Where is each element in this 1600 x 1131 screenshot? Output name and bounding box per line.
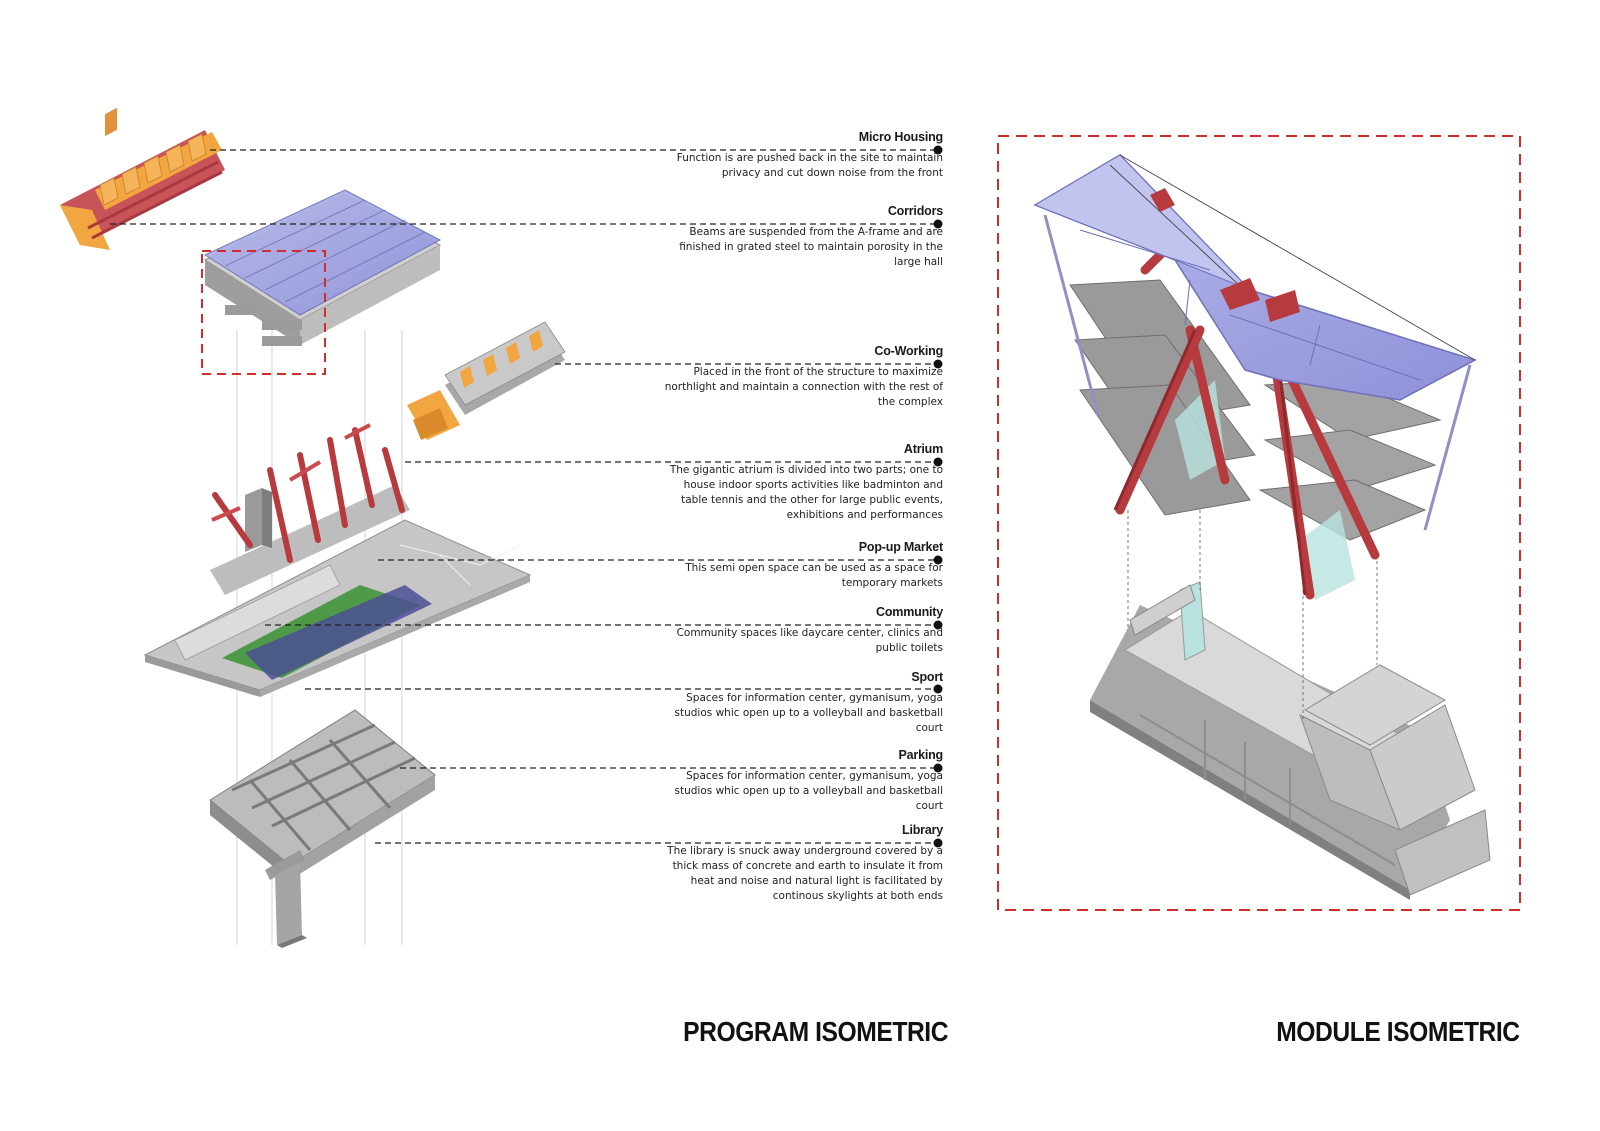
module-upper bbox=[1033, 154, 1477, 600]
label-title: Library bbox=[902, 823, 943, 837]
label-description: Community spaces like daycare center, cl… bbox=[676, 627, 943, 654]
label-title: Corridors bbox=[887, 204, 943, 218]
corridors-volume bbox=[203, 189, 442, 346]
label-title: Sport bbox=[911, 670, 943, 684]
co-working-volume bbox=[407, 321, 566, 440]
program-isometric-title: PROGRAM ISOMETRIC bbox=[683, 1016, 948, 1047]
label-sport: Sport Spaces for information center, gym… bbox=[663, 670, 944, 736]
module-highlight-box bbox=[201, 250, 326, 375]
module-base bbox=[1090, 581, 1491, 900]
label-corridors: Corridors Beams are suspended from the A… bbox=[663, 204, 943, 270]
label-atrium: Atrium The gigantic atrium is divided in… bbox=[663, 442, 943, 523]
label-description: Spaces for information center, gymanisum… bbox=[674, 692, 943, 734]
label-description: Spaces for information center, gymanisum… bbox=[674, 770, 943, 812]
label-community: Community Community spaces like daycare … bbox=[663, 605, 944, 656]
label-description: Beams are suspended from the A-frame and… bbox=[679, 226, 943, 268]
label-title: Parking bbox=[898, 748, 944, 762]
label-description: The library is snuck away underground co… bbox=[667, 845, 943, 902]
atrium-volume bbox=[210, 423, 410, 595]
label-parking: Parking Spaces for information center, g… bbox=[663, 748, 944, 814]
label-title: Atrium bbox=[903, 442, 943, 456]
label-title: Co-Working bbox=[874, 344, 943, 358]
label-co-working: Co-Working Placed in the front of the st… bbox=[663, 344, 944, 410]
label-library: Library The library is snuck away underg… bbox=[663, 823, 943, 904]
label-description: Placed in the front of the structure to … bbox=[664, 366, 943, 408]
micro-housing-volume bbox=[60, 107, 225, 250]
label-pop-up-market: Pop-up Market This semi open space can b… bbox=[663, 540, 943, 591]
label-micro-housing: Micro Housing Function is are pushed bac… bbox=[663, 130, 943, 181]
label-title: Community bbox=[876, 605, 943, 619]
label-description: This semi open space can be used as a sp… bbox=[685, 562, 943, 589]
parking-library-volume bbox=[209, 709, 436, 948]
module-frame bbox=[997, 135, 1521, 911]
leader-lines bbox=[110, 149, 936, 844]
module-isometric-title: MODULE ISOMETRIC bbox=[1276, 1016, 1521, 1047]
label-title: Micro Housing bbox=[858, 130, 943, 144]
leader-dots bbox=[933, 145, 943, 848]
label-description: The gigantic atrium is divided into two … bbox=[669, 464, 943, 521]
pop-up-market-volume bbox=[143, 519, 532, 697]
label-title: Pop-up Market bbox=[858, 540, 943, 554]
label-description: Function is are pushed back in the site … bbox=[676, 152, 943, 179]
